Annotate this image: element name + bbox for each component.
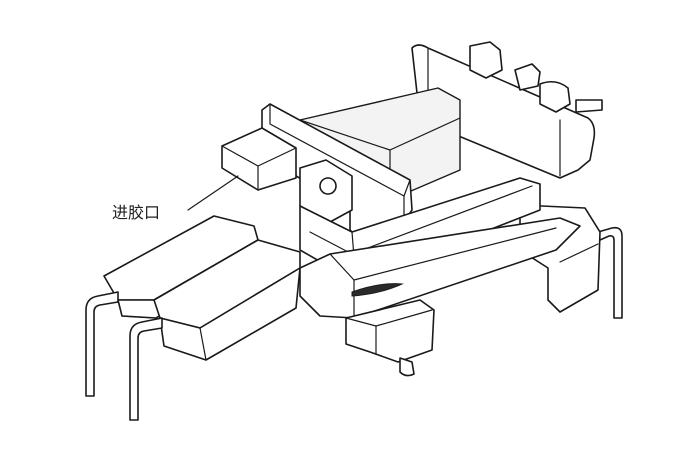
rail-front: [299, 217, 581, 319]
pin-left-inner: [129, 317, 163, 421]
foot-front: [345, 299, 435, 377]
pin-left-outer: [85, 291, 119, 397]
callout-leader: [187, 175, 239, 211]
callout-label: 进胶口: [112, 203, 161, 222]
pin-right-rear: [597, 226, 623, 319]
leg-left-inner: [153, 239, 301, 361]
